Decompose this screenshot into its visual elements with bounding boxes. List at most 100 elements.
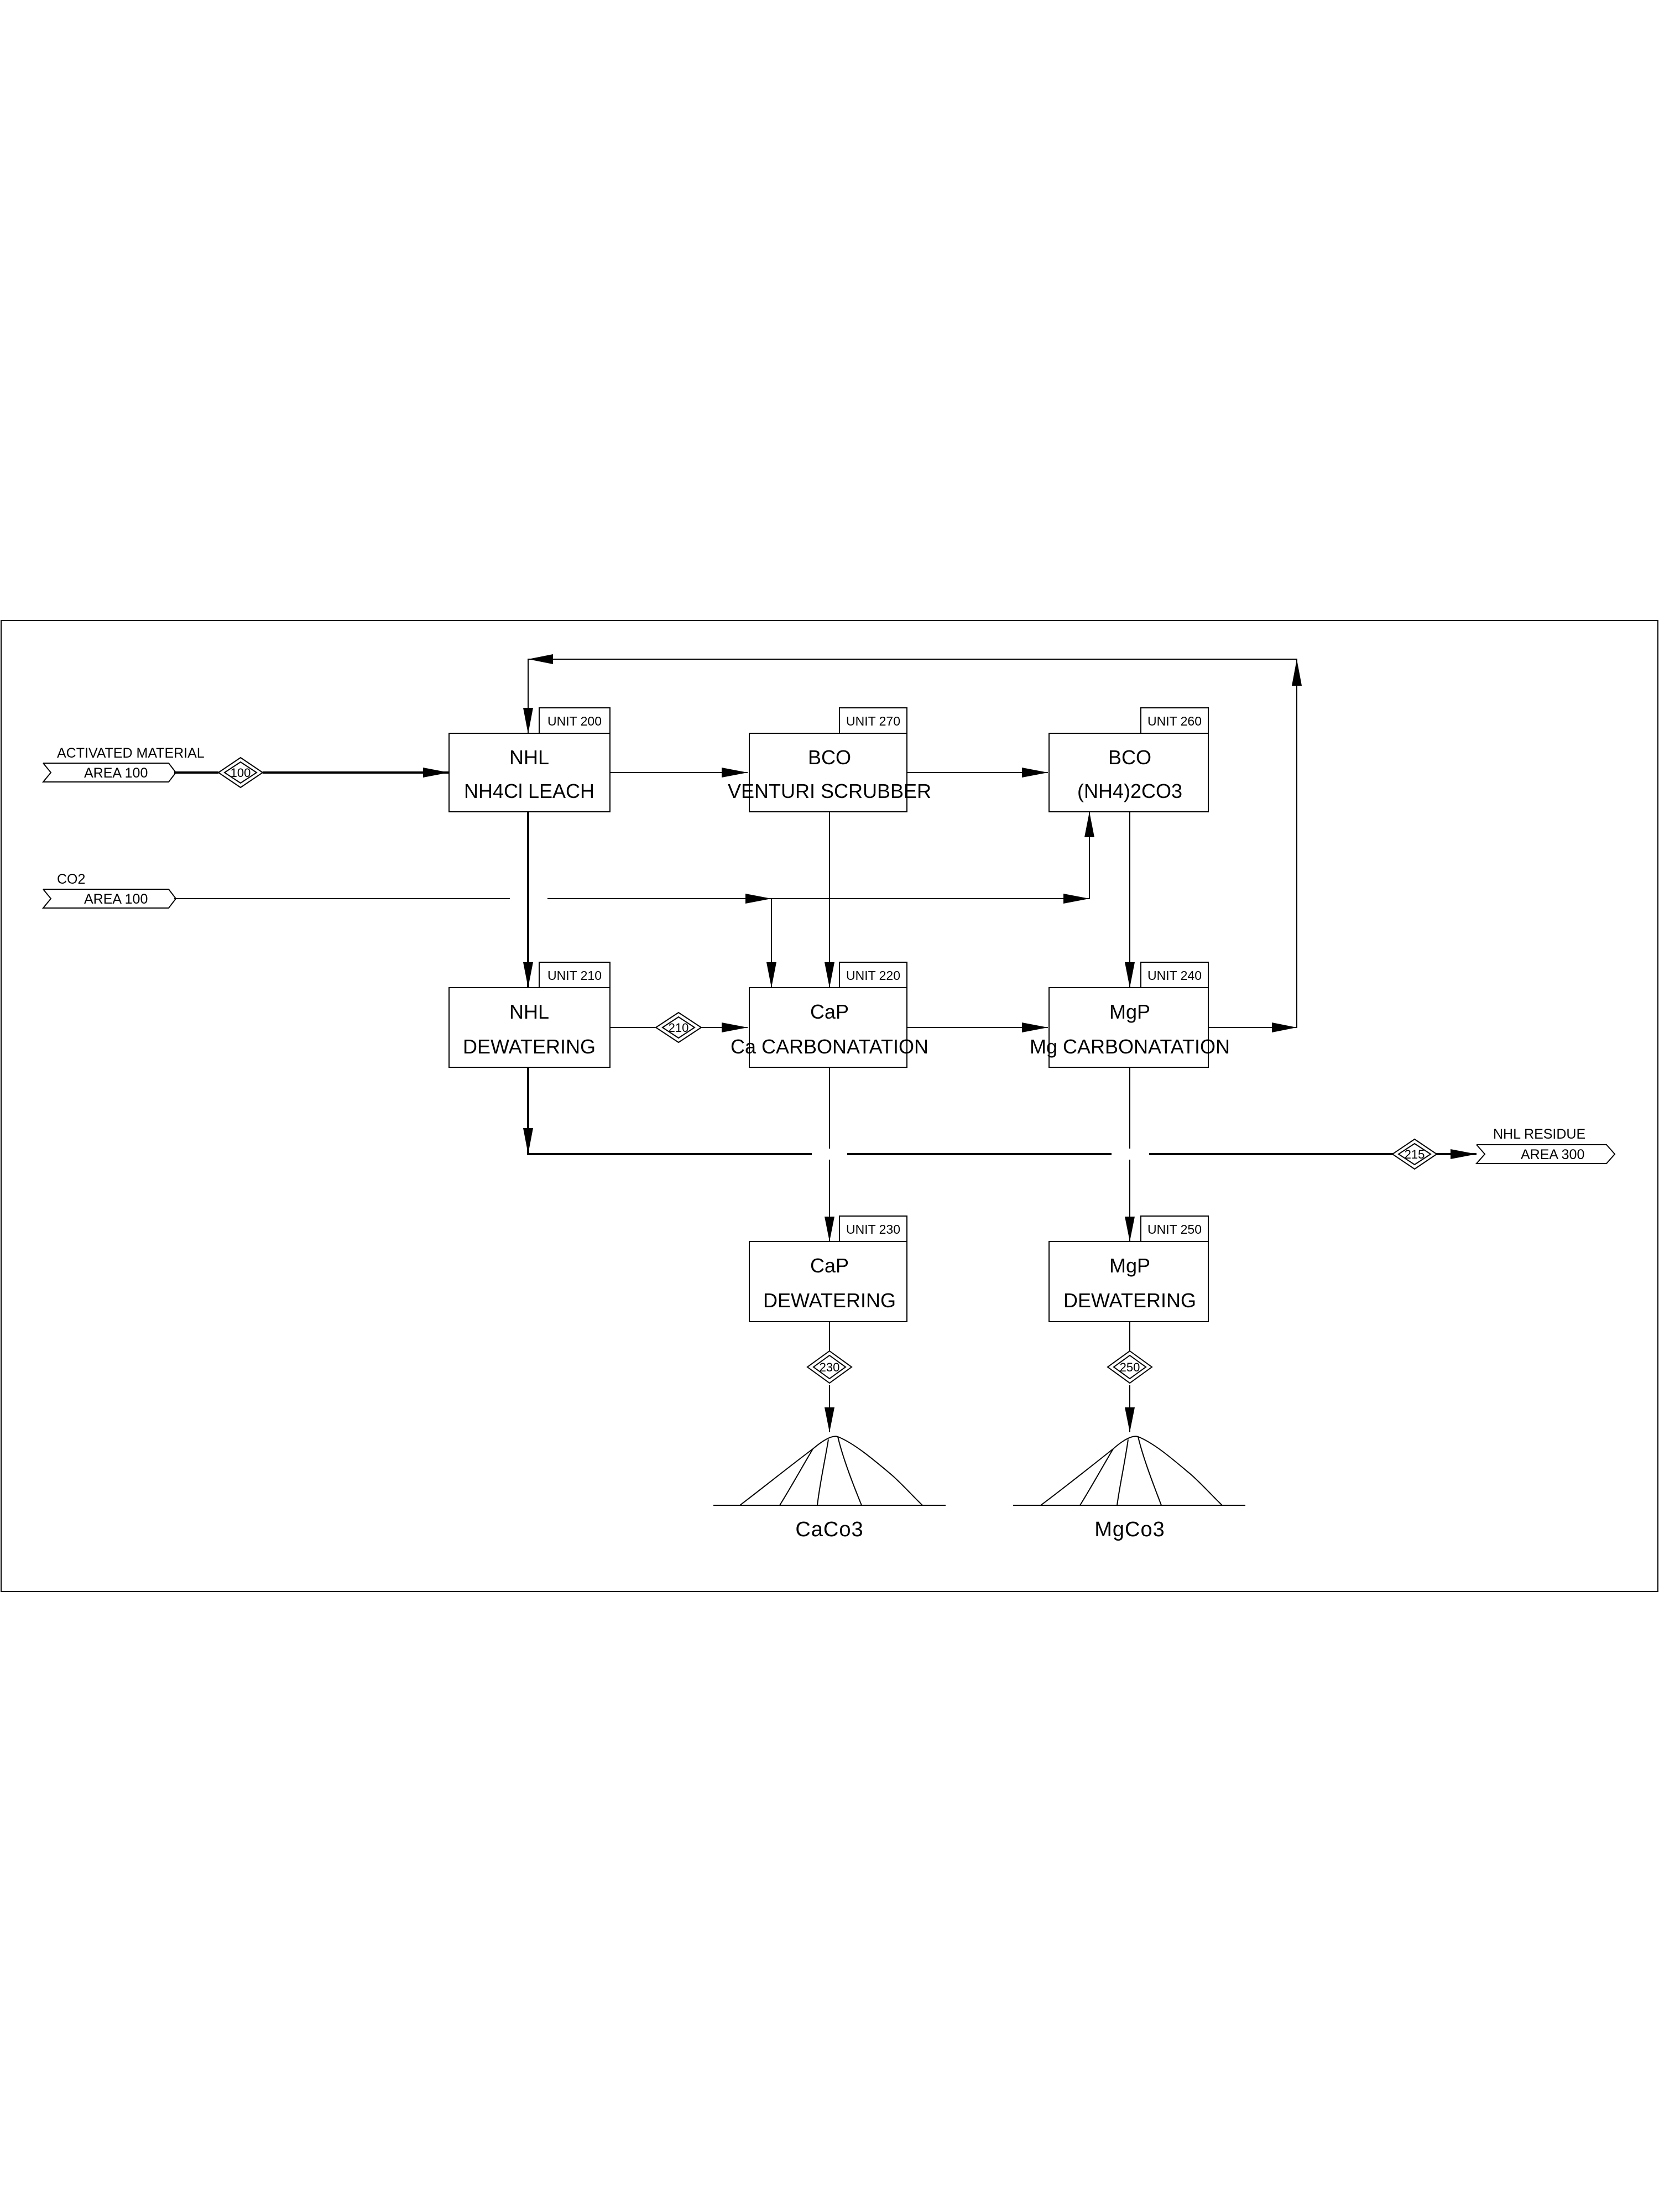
pile-contour <box>817 1439 829 1506</box>
arrowhead <box>1292 659 1302 686</box>
stream-230: 230 <box>806 1350 853 1384</box>
unit-220-ca-carbonatation[interactable]: UNIT 220 CaP Ca CARBONATATION <box>731 962 928 1068</box>
unit-box <box>1048 987 1209 1068</box>
arrowhead <box>825 1407 834 1432</box>
unit-title: CaP <box>810 1000 849 1023</box>
unit-210-nhl-dewatering[interactable]: UNIT 210 NHL DEWATERING <box>448 962 611 1068</box>
product-label: CaCo3 <box>795 1518 863 1541</box>
arrowhead <box>1125 962 1135 988</box>
unit-title: MgP <box>1109 1254 1150 1277</box>
unit-title: BCO <box>1108 746 1151 769</box>
stream-diamond-inner <box>812 1354 847 1380</box>
arrowhead <box>825 1217 834 1241</box>
product-pile-mgco3: MgCo3 <box>1013 1436 1245 1541</box>
unit-250-mgp-dewatering[interactable]: UNIT 250 MgP DEWATERING <box>1048 1215 1209 1322</box>
unit-tab <box>839 962 907 988</box>
drawing-border <box>1 620 1658 1592</box>
unit-box <box>749 987 907 1068</box>
pile-contour <box>1138 1436 1162 1506</box>
stream-number: 250 <box>1120 1360 1140 1374</box>
stream-diamond-inner <box>223 761 258 784</box>
connector-arrow-shape <box>41 763 177 782</box>
unit-title: MgP <box>1109 1000 1150 1023</box>
arrowhead <box>745 894 771 904</box>
pile-contour <box>837 1436 862 1506</box>
pile-outline <box>739 1436 923 1506</box>
stream-100: 100 <box>217 757 264 789</box>
pile-contour <box>779 1448 813 1506</box>
unit-tab <box>839 707 907 734</box>
pile-contour <box>1117 1439 1129 1506</box>
connector-area: AREA 100 <box>84 891 148 907</box>
arrowhead <box>1022 768 1048 778</box>
arrowhead <box>825 962 834 988</box>
connector-co2: CO2 AREA 100 <box>41 872 177 909</box>
unit-230-cap-dewatering[interactable]: UNIT 230 CaP DEWATERING <box>749 1215 907 1322</box>
unit-box <box>448 987 611 1068</box>
unit-tab <box>539 707 611 734</box>
connector-label: CO2 <box>57 872 85 887</box>
stream-number: 210 <box>669 1021 689 1035</box>
connector-nhl-residue: NHL RESIDUE AREA 300 <box>1475 1126 1616 1164</box>
arrowhead <box>523 1128 533 1154</box>
arrowhead <box>1125 1217 1135 1241</box>
unit-subtitle: (NH4)2CO3 <box>1077 780 1182 802</box>
unit-box <box>448 733 611 812</box>
unit-subtitle: VENTURI SCRUBBER <box>728 780 931 802</box>
arrowhead <box>722 768 748 778</box>
unit-box <box>749 1241 907 1322</box>
stream-250: 250 <box>1107 1350 1153 1384</box>
stream-diamond-outer <box>1391 1138 1438 1170</box>
unit-tab <box>839 1215 907 1242</box>
stream-215: 215 <box>1391 1138 1438 1170</box>
stream-number: 100 <box>231 766 251 780</box>
unit-tab <box>1140 1215 1209 1242</box>
connector-area: AREA 100 <box>84 765 148 781</box>
arrowhead <box>523 962 533 988</box>
stream-number: 230 <box>820 1360 840 1374</box>
pile-contour <box>1079 1448 1114 1506</box>
co2-line <box>771 812 1090 899</box>
unit-tag: UNIT 210 <box>547 968 602 983</box>
product-label: MgCo3 <box>1094 1518 1165 1541</box>
connector-label: NHL RESIDUE <box>1493 1126 1585 1142</box>
arrowhead <box>1272 1022 1297 1032</box>
unit-box <box>749 733 907 812</box>
unit-240-mg-carbonatation[interactable]: UNIT 240 MgP Mg CARBONATATION <box>1030 962 1230 1068</box>
unit-tag: UNIT 250 <box>1147 1222 1202 1237</box>
unit-tag: UNIT 270 <box>846 714 900 728</box>
stream-210: 210 <box>655 1011 702 1044</box>
unit-tag: UNIT 240 <box>1147 968 1202 983</box>
unit-200-nhl-leach[interactable]: UNIT 200 NHL NH4Cl LEACH <box>448 707 611 812</box>
connector-arrow-shape <box>41 889 177 909</box>
unit-tag: UNIT 200 <box>547 714 602 728</box>
stream-diamond-outer <box>1107 1350 1153 1384</box>
stream-diamond-outer <box>806 1350 853 1384</box>
unit-270-venturi-scrubber[interactable]: UNIT 270 BCO VENTURI SCRUBBER <box>728 707 931 812</box>
arrowhead <box>1084 812 1094 837</box>
unit-subtitle: DEWATERING <box>1063 1289 1196 1312</box>
pile-outline <box>1040 1436 1223 1506</box>
arrowhead <box>766 962 776 988</box>
unit-subtitle: Mg CARBONATATION <box>1030 1035 1230 1058</box>
stream-diamond-outer <box>217 757 264 789</box>
residue-line <box>527 1067 1477 1155</box>
stream-diamond-outer <box>655 1011 702 1044</box>
unit-subtitle: DEWATERING <box>763 1289 896 1312</box>
unit-subtitle: Ca CARBONATATION <box>731 1035 928 1058</box>
unit-title: NHL <box>509 746 549 769</box>
connector-arrow-shape <box>1475 1144 1616 1164</box>
arrowhead <box>722 1022 748 1032</box>
unit-260-ammonium-carbonate[interactable]: UNIT 260 BCO (NH4)2CO3 <box>1048 707 1209 812</box>
arrowhead <box>423 768 449 778</box>
stream-diamond-inner <box>661 1016 696 1039</box>
unit-subtitle: DEWATERING <box>463 1035 596 1058</box>
unit-box <box>1048 1241 1209 1322</box>
unit-title: BCO <box>808 746 851 769</box>
unit-box <box>1048 733 1209 812</box>
unit-title: NHL <box>509 1000 549 1023</box>
unit-tab <box>1140 962 1209 988</box>
unit-subtitle: NH4Cl LEACH <box>464 780 594 802</box>
connector-area: AREA 300 <box>1521 1147 1584 1162</box>
